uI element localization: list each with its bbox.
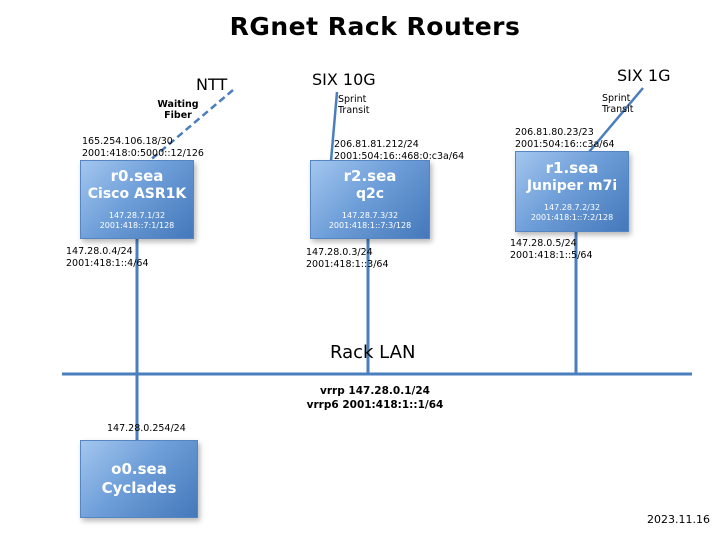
r2-loopback-v4: 147.28.7.3/32 [341, 210, 399, 220]
ntt-note-line1: Waiting [157, 99, 199, 110]
six-1g-note-line2: Transit [602, 104, 634, 116]
o0-lan-address: 147.28.0.254/24 [107, 423, 186, 435]
r1-lan-addresses: 147.28.0.5/24 2001:418:1::5/64 [510, 238, 593, 262]
r0-model: Cisco ASR1K [87, 186, 187, 203]
r0-uplink-v4: 165.254.106.18/30 [82, 136, 173, 147]
r1-uplink-v4: 206.81.80.23/23 [515, 127, 594, 138]
o0-model: Cyclades [101, 479, 177, 497]
six-10g-note-line2: Transit [338, 105, 370, 117]
diagram-title: RGnet Rack Routers [229, 12, 521, 41]
r0-loopback-v6: 2001:418::7:1/128 [99, 221, 175, 231]
r2-lan-v4: 147.28.0.3/24 [306, 247, 373, 258]
vrrp-addresses: vrrp 147.28.0.1/24 vrrp6 2001:418:1::1/6… [285, 384, 465, 412]
r1-loopback-v4: 147.28.7.2/32 [543, 202, 601, 212]
r2-lan-addresses: 147.28.0.3/24 2001:418:1::3/64 [306, 247, 389, 271]
r0-uplink-v6: 2001:418:0:5000::12/126 [82, 147, 204, 159]
vrrp-v6: vrrp6 2001:418:1::1/64 [306, 399, 444, 412]
r2-lan-v6: 2001:418:1::3/64 [306, 258, 389, 270]
console-box-o0: o0.sea Cyclades [80, 440, 198, 518]
r1-lan-v6: 2001:418:1::5/64 [510, 249, 593, 261]
ntt-uplink-line [147, 89, 234, 163]
r0-lan-v4: 147.28.0.4/24 [66, 246, 133, 257]
o0-name: o0.sea [111, 460, 167, 479]
r2-uplink-addresses: 206.81.81.212/24 2001:504:16::468:0:c3a/… [334, 139, 464, 163]
r2-uplink-v6: 2001:504:16::468:0:c3a/64 [334, 150, 465, 162]
r2-loopback-v6: 2001:418:1::7:3/128 [328, 221, 412, 231]
uplink-label-six-1g: SIX 1G [617, 66, 671, 85]
rack-lan-label: Rack LAN [330, 342, 416, 363]
six-10g-uplink-line [329, 91, 339, 162]
o0-lan-v4: 147.28.0.254/24 [107, 423, 186, 434]
r0-loopback-v4: 147.28.7.1/32 [108, 210, 166, 220]
r1-name: r1.sea [545, 159, 599, 178]
router-box-r0: r0.sea Cisco ASR1K 147.28.7.1/32 2001:41… [80, 160, 194, 239]
vrrp-v4: vrrp 147.28.0.1/24 [320, 385, 430, 397]
r2-uplink-v4: 206.81.81.212/24 [334, 139, 419, 150]
r0-lan-addresses: 147.28.0.4/24 2001:418:1::4/64 [66, 246, 149, 270]
date-label: 2023.11.16 [647, 513, 710, 526]
six-10g-note: Sprint Transit [338, 94, 369, 117]
router-box-r2: r2.sea q2c 147.28.7.3/32 2001:418:1::7:3… [310, 160, 430, 239]
r1-model: Juniper m7i [526, 178, 618, 195]
ntt-note: Waiting Fiber [155, 99, 201, 122]
r1-uplink-addresses: 206.81.80.23/23 2001:504:16::c3a/64 [515, 127, 615, 151]
r1-uplink-v6: 2001:504:16::c3a/64 [515, 138, 615, 150]
r2-model: q2c [355, 186, 385, 203]
r2-name: r2.sea [343, 167, 397, 186]
uplink-label-ntt: NTT [196, 75, 228, 94]
r0-lan-v6: 2001:418:1::4/64 [66, 257, 149, 269]
router-box-r1: r1.sea Juniper m7i 147.28.7.2/32 2001:41… [515, 151, 629, 232]
r1-lan-v4: 147.28.0.5/24 [510, 238, 577, 249]
r0-uplink-addresses: 165.254.106.18/30 2001:418:0:5000::12/12… [82, 136, 204, 160]
r1-loopback-v6: 2001:418:1::7:2/128 [530, 213, 614, 223]
uplink-label-six-10g: SIX 10G [312, 70, 376, 89]
six-1g-uplink-line [588, 87, 644, 153]
r0-name: r0.sea [110, 167, 164, 186]
ntt-note-line2: Fiber [164, 110, 192, 122]
six-1g-note: Sprint Transit [602, 93, 633, 116]
six-10g-note-line1: Sprint [338, 94, 367, 105]
six-1g-note-line1: Sprint [602, 93, 631, 104]
